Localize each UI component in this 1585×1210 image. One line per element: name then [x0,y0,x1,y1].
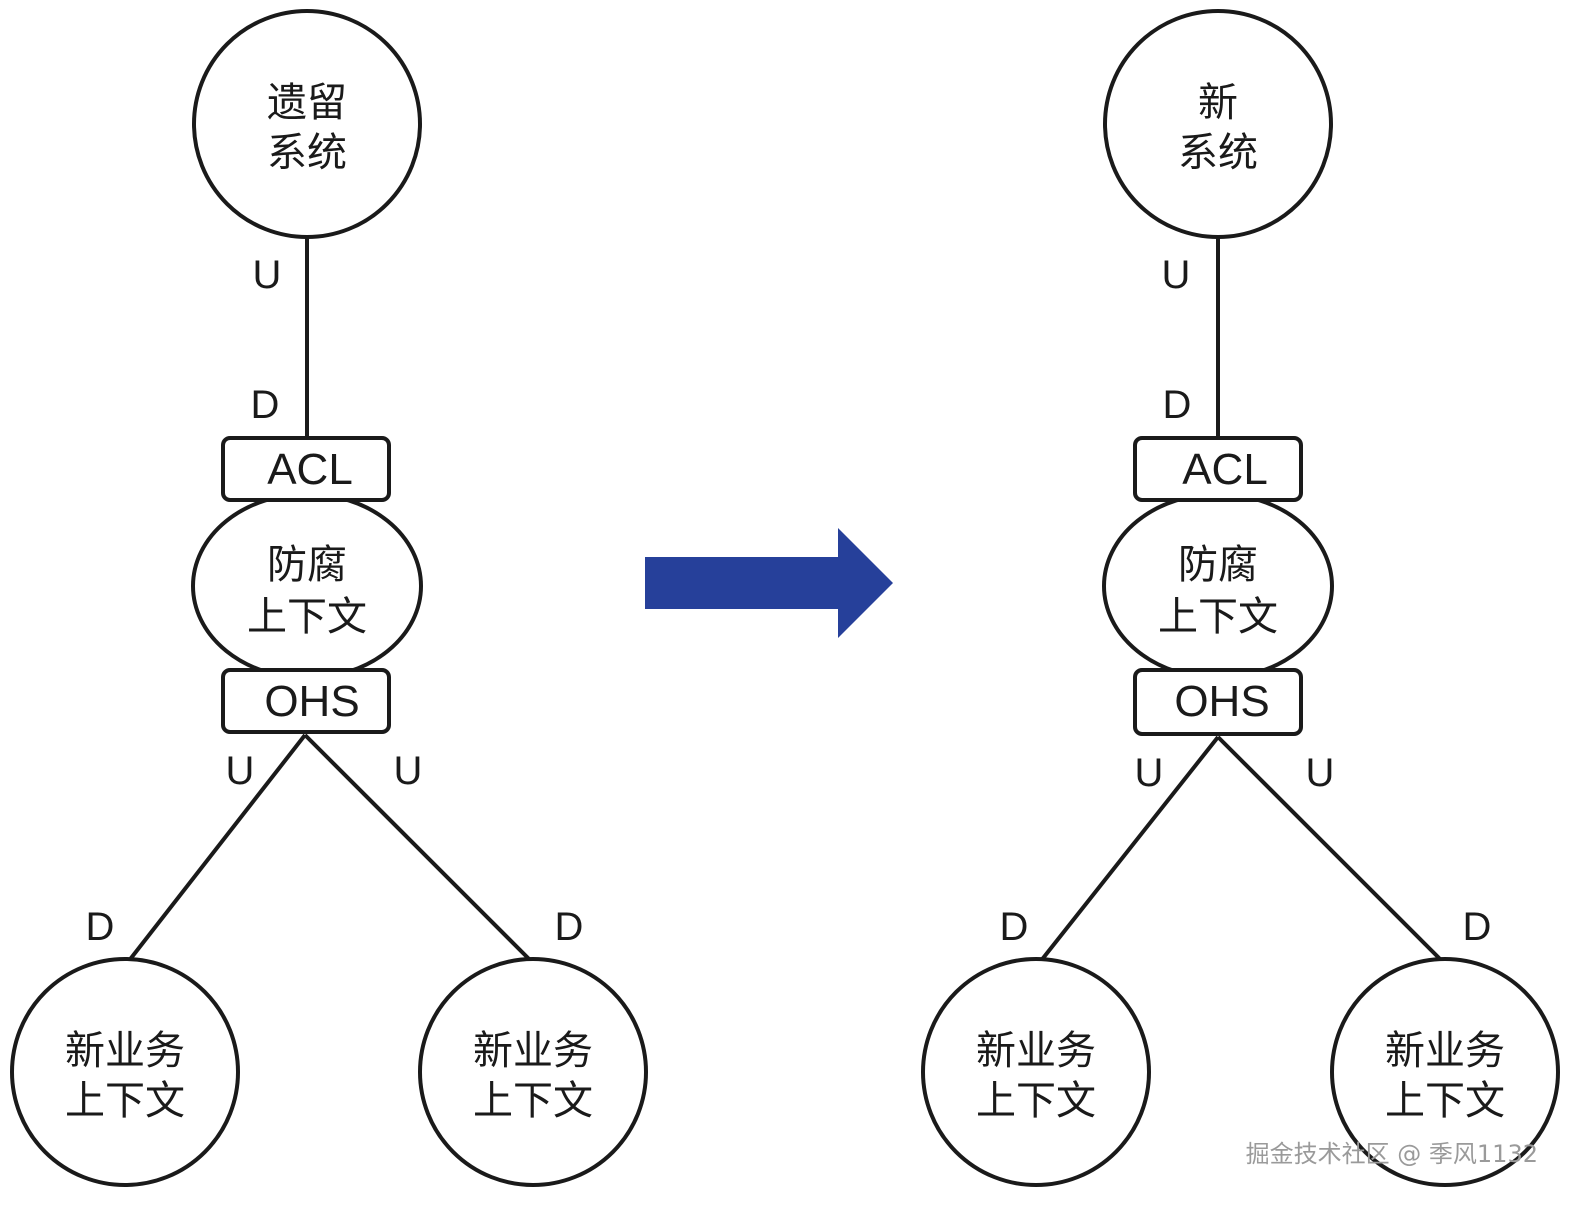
upstream-label: U [253,253,282,297]
upstream-label: U [226,749,255,793]
node-label-line2: 系统 [1178,130,1258,176]
legacy-system-node: 遗留 系统 [192,9,422,239]
node-label-line2: 上下文 [65,1078,185,1124]
right-bottom-left-edge [1038,735,1220,964]
node-label-line1: 新 [1198,80,1238,126]
node-label-line2: 系统 [267,130,347,176]
right-bottom-right-edge [1216,735,1445,964]
transition-arrow [645,528,893,638]
upstream-label: U [1162,253,1191,297]
node-label-line1: 新业务 [473,1028,593,1074]
ohs-port: OHS [1133,668,1303,736]
right-diagram: 新 系统 防腐 上下文 ACL OHS 新业务 上下文 新业务 上下文 [921,9,1560,1187]
node-label-line1: 防腐 [1178,542,1258,588]
node-label-line2: 上下文 [247,594,367,640]
node-label-line1: 防腐 [267,542,347,588]
acl-port: ACL [221,436,391,502]
new-business-context-node-right: 新业务 上下文 [418,957,648,1187]
node-label-line2: 上下文 [1385,1078,1505,1124]
new-system-node: 新 系统 [1103,9,1333,239]
left-diagram: 遗留 系统 防腐 上下文 ACL OHS 新业务 上下文 新业务 上下文 [10,9,648,1187]
acl-port: ACL [1133,436,1303,502]
downstream-label: D [1000,905,1029,949]
downstream-label: D [555,905,584,949]
anti-corruption-context-node: 防腐 上下文 [191,492,423,680]
node-label-line2: 上下文 [473,1078,593,1124]
left-bottom-left-edge [126,733,307,964]
new-business-context-node-left: 新业务 上下文 [10,957,240,1187]
upstream-label: U [1135,751,1164,795]
left-bottom-right-edge [303,733,534,964]
ohs-label: OHS [264,677,359,726]
node-label-line2: 上下文 [976,1078,1096,1124]
acl-label: ACL [1182,445,1268,494]
new-business-context-node-right: 新业务 上下文 [1330,957,1560,1187]
downstream-label: D [1163,383,1192,427]
downstream-label: D [86,905,115,949]
upstream-label: U [394,749,423,793]
node-label-line2: 上下文 [1158,594,1278,640]
anti-corruption-context-node: 防腐 上下文 [1102,492,1334,680]
watermark: 掘金技术社区 @ 季风1132 [1246,1140,1538,1168]
new-business-context-node-left: 新业务 上下文 [921,957,1151,1187]
node-label-line1: 新业务 [1385,1028,1505,1074]
ohs-port: OHS [221,668,391,734]
acl-label: ACL [267,445,353,494]
downstream-label: D [1463,905,1492,949]
upstream-label: U [1306,751,1335,795]
downstream-label: D [251,383,280,427]
node-label-line1: 遗留 [267,80,347,126]
node-label-line1: 新业务 [65,1028,185,1074]
node-label-line1: 新业务 [976,1028,1096,1074]
ohs-label: OHS [1174,677,1269,726]
